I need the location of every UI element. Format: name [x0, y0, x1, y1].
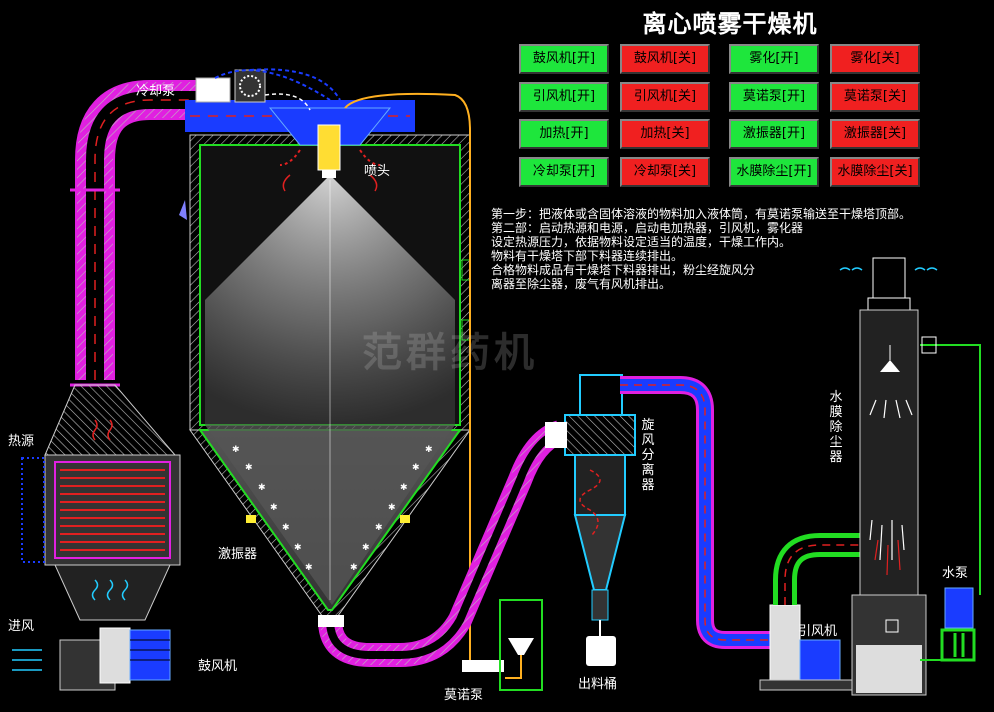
- label-heat-source: 热源: [8, 434, 35, 449]
- mono-pump-off-button[interactable]: 莫诺泵[关]: [830, 82, 920, 112]
- svg-text:✱: ✱: [232, 445, 240, 455]
- vibrator-on-button[interactable]: 激振器[开]: [729, 119, 819, 149]
- svg-text:✱: ✱: [305, 563, 313, 573]
- label-water-pump: 水泵: [942, 566, 969, 581]
- svg-text:✱: ✱: [388, 503, 396, 513]
- label-nozzle: 喷头: [364, 164, 391, 179]
- heater-coils: [60, 469, 165, 551]
- svg-text:✱: ✱: [245, 463, 253, 473]
- heating-on-button[interactable]: 加热[开]: [519, 119, 609, 149]
- svg-text:✱: ✱: [375, 523, 383, 533]
- blower-on-button[interactable]: 鼓风机[开]: [519, 44, 609, 74]
- label-blower: 鼓风机: [198, 659, 238, 674]
- blower: [12, 627, 171, 691]
- draft-fan-on-button[interactable]: 引风机[开]: [519, 82, 609, 112]
- step-line: 离器至除尘器，废气有风机排出。: [491, 277, 672, 291]
- label-cooling-pump: 冷却泵: [136, 84, 176, 99]
- svg-text:✱: ✱: [270, 503, 278, 513]
- wet-scrubber-on-button[interactable]: 水膜除尘[开]: [729, 157, 819, 187]
- vibrator-marks: ✱✱✱ ✱✱✱ ✱✱✱ ✱✱✱ ✱✱: [232, 445, 433, 573]
- svg-text:✱: ✱: [282, 523, 290, 533]
- label-cyclone: 旋风分离器: [641, 418, 655, 493]
- cyclone-separator: [545, 374, 636, 666]
- label-air-inlet: 进风: [8, 619, 35, 634]
- wet-scrubber-off-button[interactable]: 水膜除尘[关]: [830, 157, 920, 187]
- label-wet-scrubber: 水膜除尘器: [829, 390, 843, 465]
- svg-text:✱: ✱: [258, 483, 266, 493]
- water-pump: [920, 587, 976, 662]
- product-duct: [318, 420, 565, 667]
- svg-text:✱: ✱: [362, 543, 370, 553]
- cooling-pump-on-button[interactable]: 冷却泵[开]: [519, 157, 609, 187]
- label-vibrator: 激振器: [218, 547, 258, 562]
- drying-tower: ✱✱✱ ✱✱✱ ✱✱✱ ✱✱✱ ✱✱: [179, 134, 471, 621]
- svg-text:✱: ✱: [294, 543, 302, 553]
- step-line: 设定热源压力，依据物料设定适当的温度，干燥工作内。: [491, 235, 792, 249]
- cooling-pump-off-button[interactable]: 冷却泵[关]: [620, 157, 710, 187]
- watermark: 范群药机: [362, 330, 538, 376]
- label-mono-pump: 莫诺泵: [444, 688, 484, 703]
- wet-scrubber: [839, 257, 981, 696]
- step-line: 物料有干燥塔下部下料器连续排出。: [491, 249, 684, 263]
- step-line: 合格物料成品有干燥塔下料器排出，粉尘经旋风分: [491, 263, 756, 277]
- mono-pump-on-button[interactable]: 莫诺泵[开]: [729, 82, 819, 112]
- mono-pump: [462, 599, 543, 691]
- heating-off-button[interactable]: 加热[关]: [620, 119, 710, 149]
- svg-text:✱: ✱: [350, 563, 358, 573]
- heater: [21, 384, 181, 621]
- exhaust-duct: [620, 376, 770, 649]
- page-title: 离心喷雾干燥机: [642, 10, 818, 38]
- atomizer-on-button[interactable]: 雾化[开]: [729, 44, 819, 74]
- step-line: 第二部：启动热源和电源，启动电加热器，引风机，雾化器: [491, 221, 804, 235]
- blower-off-button[interactable]: 鼓风机[关]: [620, 44, 710, 74]
- svg-text:✱: ✱: [425, 445, 433, 455]
- svg-text:✱: ✱: [412, 463, 420, 473]
- atomizer-off-button[interactable]: 雾化[关]: [830, 44, 920, 74]
- label-draft-fan: 引风机: [798, 624, 838, 639]
- step-line: 第一步：把液体或含固体溶液的物料加入液体筒，有莫诺泵输送至干燥塔顶部。: [491, 207, 912, 221]
- draft-fan: [759, 533, 861, 691]
- instruction-steps: 第一步：把液体或含固体溶液的物料加入液体筒，有莫诺泵输送至干燥塔顶部。 第二部：…: [491, 207, 981, 291]
- svg-text:✱: ✱: [400, 483, 408, 493]
- vibrator-off-button[interactable]: 激振器[关]: [830, 119, 920, 149]
- atomizer: [195, 68, 392, 192]
- label-discharge: 出料桶: [578, 677, 618, 692]
- draft-fan-off-button[interactable]: 引风机[关]: [620, 82, 710, 112]
